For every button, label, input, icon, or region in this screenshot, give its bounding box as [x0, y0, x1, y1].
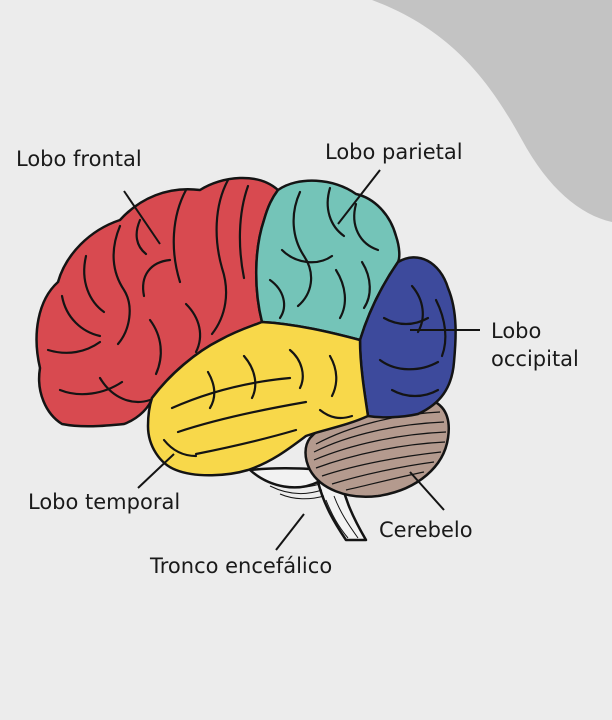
- label-temporal-lobe: Lobo temporal: [28, 490, 181, 514]
- leader-temporal: [137, 453, 175, 489]
- label-occipital-lobe-line2: occipital: [491, 347, 579, 371]
- leader-cerebellum: [409, 471, 445, 511]
- label-parietal-lobe: Lobo parietal: [325, 140, 463, 164]
- label-occipital-lobe-line1: Lobo: [491, 319, 542, 343]
- leader-lines: [123, 169, 480, 551]
- leader-frontal: [123, 190, 161, 245]
- corner-decoration: [372, 0, 612, 222]
- leader-brainstem: [275, 513, 305, 551]
- temporal-lobe: [146, 320, 370, 477]
- label-frontal-lobe: Lobo frontal: [16, 147, 142, 171]
- leader-parietal: [337, 169, 381, 225]
- label-cerebellum: Cerebelo: [379, 518, 473, 542]
- label-brainstem: Tronco encefálico: [150, 554, 333, 578]
